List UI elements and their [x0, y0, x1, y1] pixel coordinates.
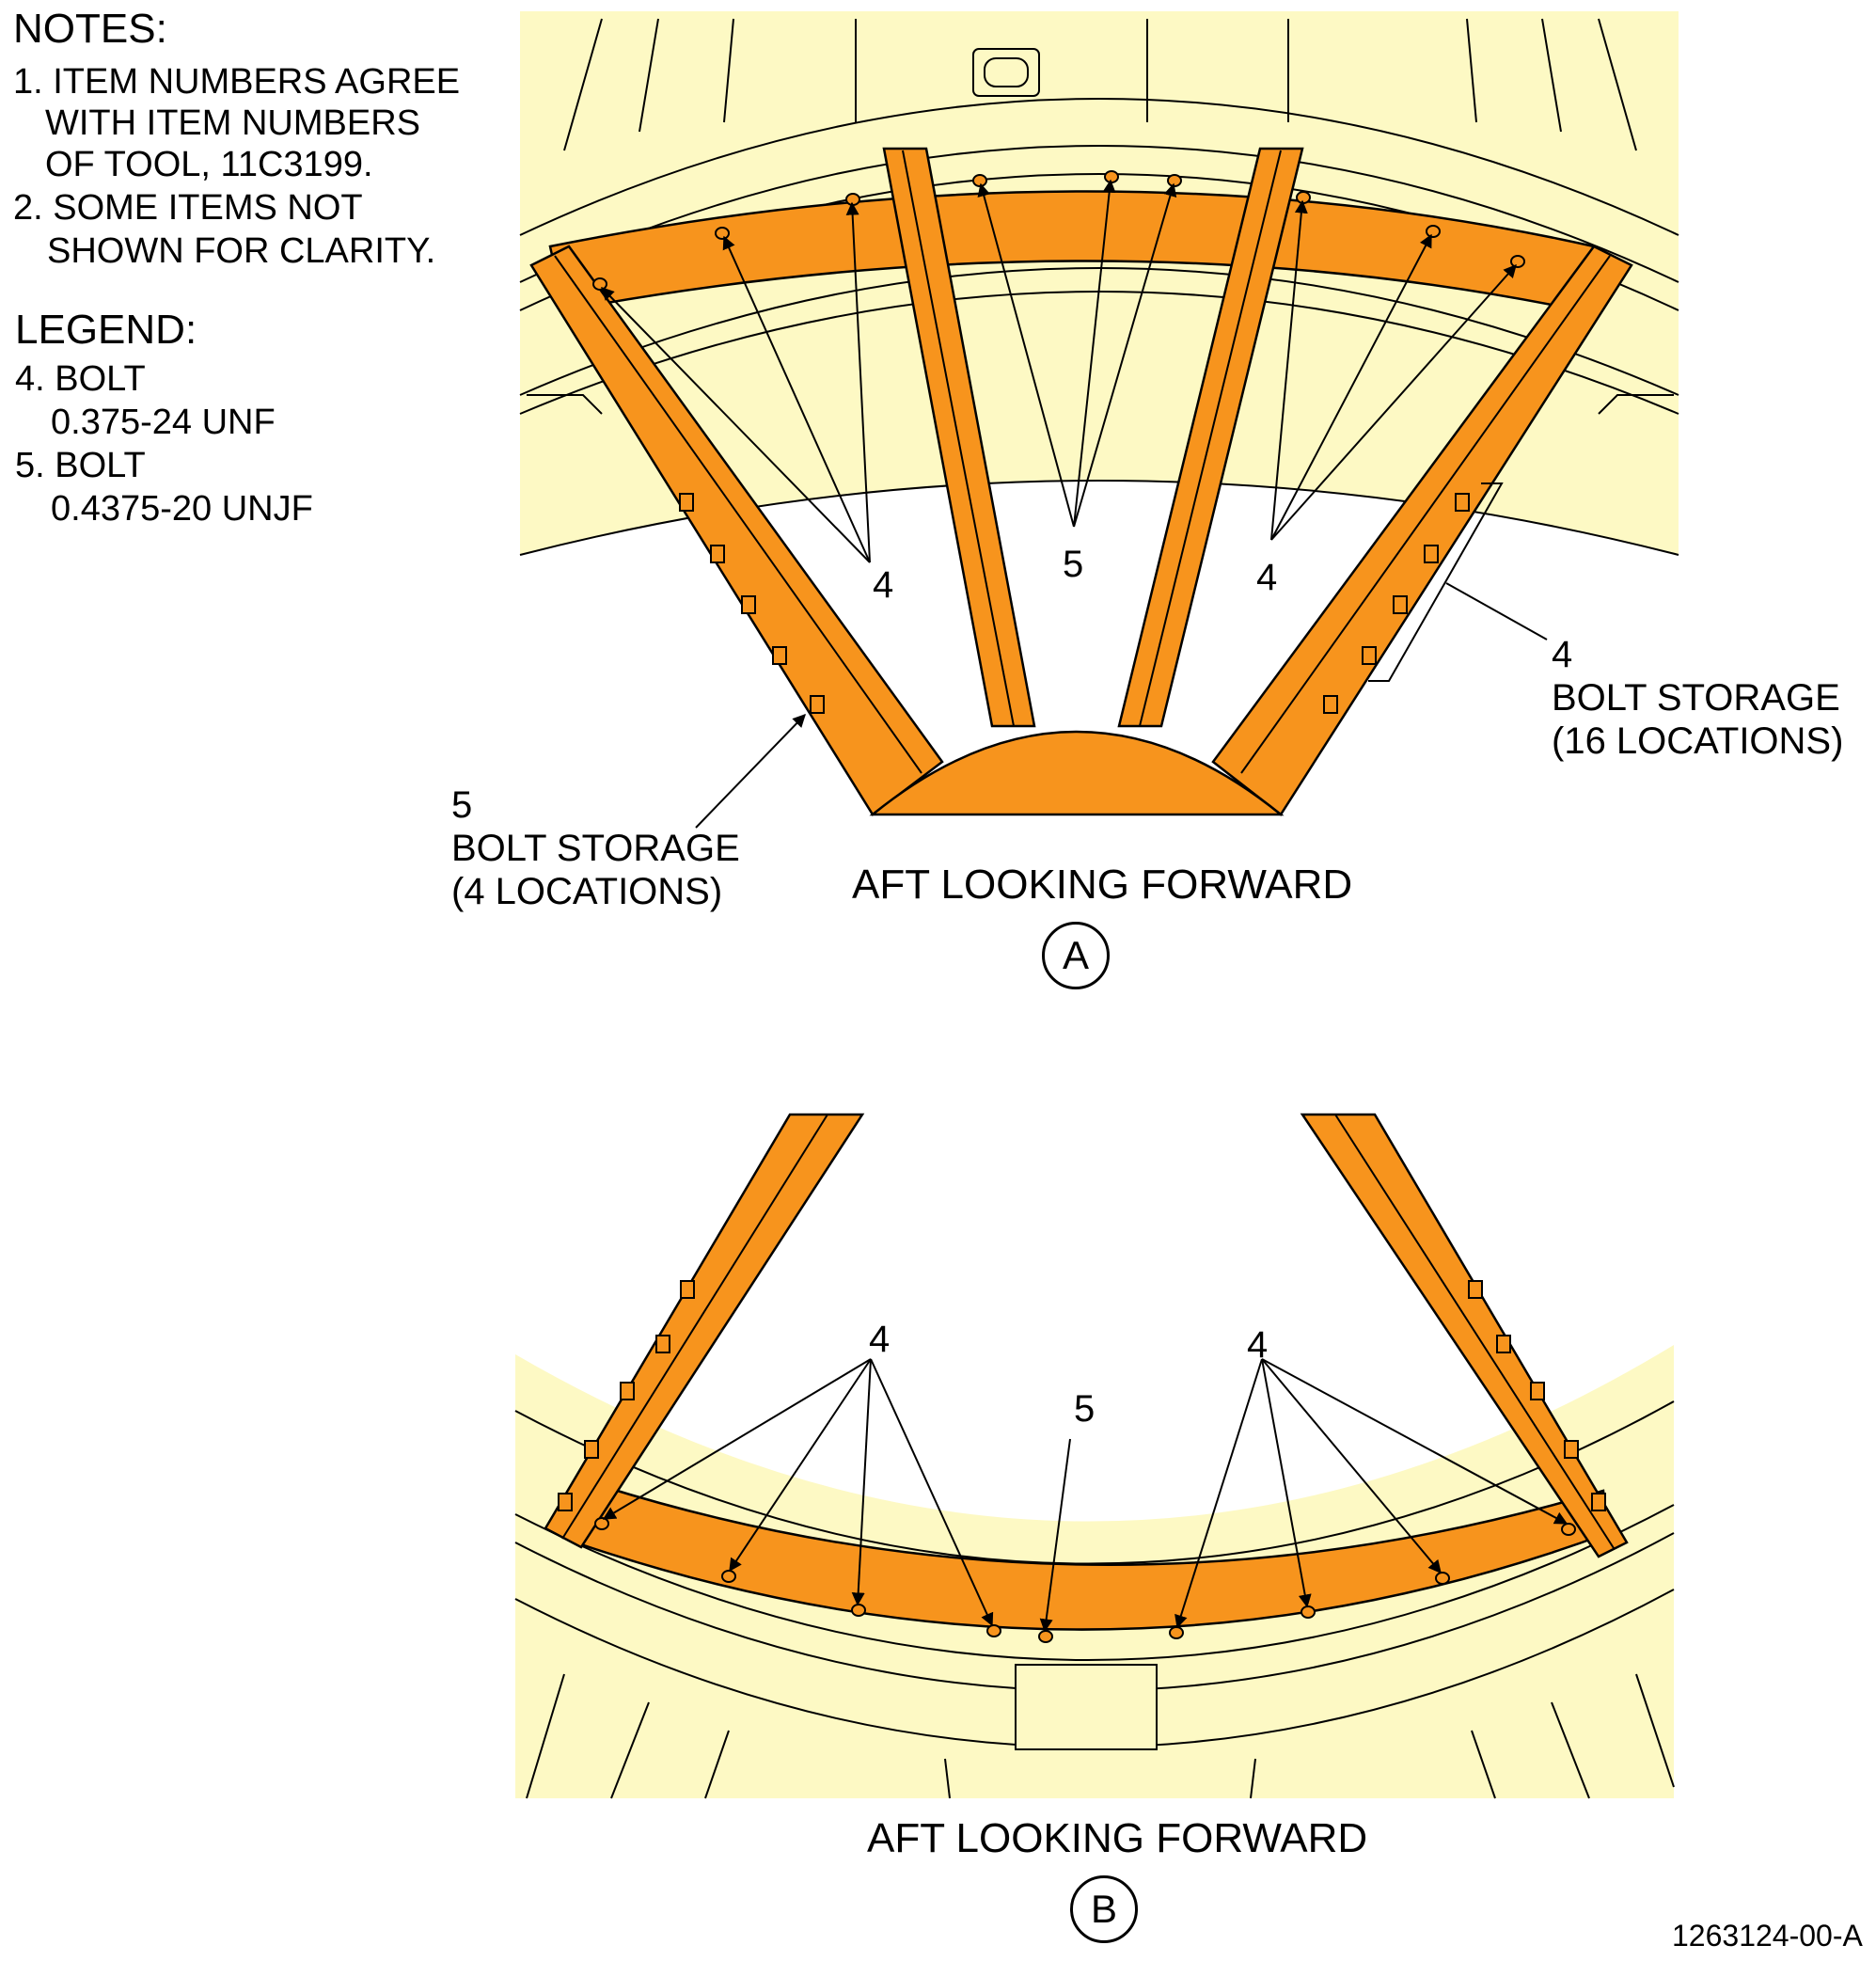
legend-item-5-spec: 0.4375-20 UNJF: [51, 489, 313, 529]
view-a-leaders: [601, 179, 1517, 829]
view-a-storage-right-count: (16 LOCATIONS): [1552, 720, 1844, 762]
view-a-storage-left-item: 5: [451, 784, 473, 826]
legend-item-4-spec: 0.375-24 UNF: [51, 403, 276, 442]
view-b-callout-4-left: 4: [869, 1319, 891, 1360]
view-a-storage-bracket: [1368, 482, 1548, 682]
note-2-line-1: 2. SOME ITEMS NOT: [13, 188, 363, 228]
view-a-storage-left-label: BOLT STORAGE: [451, 828, 740, 869]
view-b-bottom-fitting: [1015, 1664, 1158, 1750]
view-a-callout-4-right: 4: [1256, 557, 1278, 598]
view-b-callout-4-right: 4: [1247, 1324, 1269, 1366]
view-a-letter: A: [1042, 922, 1110, 989]
note-1-line-1: 1. ITEM NUMBERS AGREE: [13, 62, 461, 102]
view-a-storage-left-count: (4 LOCATIONS): [451, 871, 723, 912]
notes-title: NOTES:: [13, 6, 167, 52]
view-a-illustration: [519, 11, 1679, 829]
view-a-storage-bolts: [679, 493, 1470, 714]
view-a-callout-5: 5: [1063, 544, 1084, 585]
view-a-callout-4-left: 4: [873, 564, 894, 606]
view-a-storage-right-item: 4: [1552, 634, 1573, 675]
view-a-title: AFT LOOKING FORWARD: [852, 862, 1353, 908]
legend-title: LEGEND:: [15, 307, 197, 353]
view-b-letter: B: [1070, 1875, 1138, 1943]
view-a-top-fitting: [972, 48, 1040, 97]
view-b-illustration: [514, 1113, 1675, 1799]
note-1-line-3: OF TOOL, 11C3199.: [45, 145, 373, 184]
view-b-storage-bolts: [558, 1280, 1606, 1511]
note-1-line-2: WITH ITEM NUMBERS: [45, 103, 420, 143]
legend-item-5: 5. BOLT: [15, 446, 146, 485]
legend-item-4: 4. BOLT: [15, 359, 146, 399]
view-a-storage-right-label: BOLT STORAGE: [1552, 677, 1840, 719]
view-b-title: AFT LOOKING FORWARD: [867, 1815, 1368, 1861]
note-2-line-2: SHOWN FOR CLARITY.: [47, 231, 436, 271]
view-b-callout-5: 5: [1074, 1388, 1096, 1430]
figure-number: 1263124-00-A: [1672, 1919, 1863, 1953]
view-b-leaders: [602, 1358, 1569, 1633]
